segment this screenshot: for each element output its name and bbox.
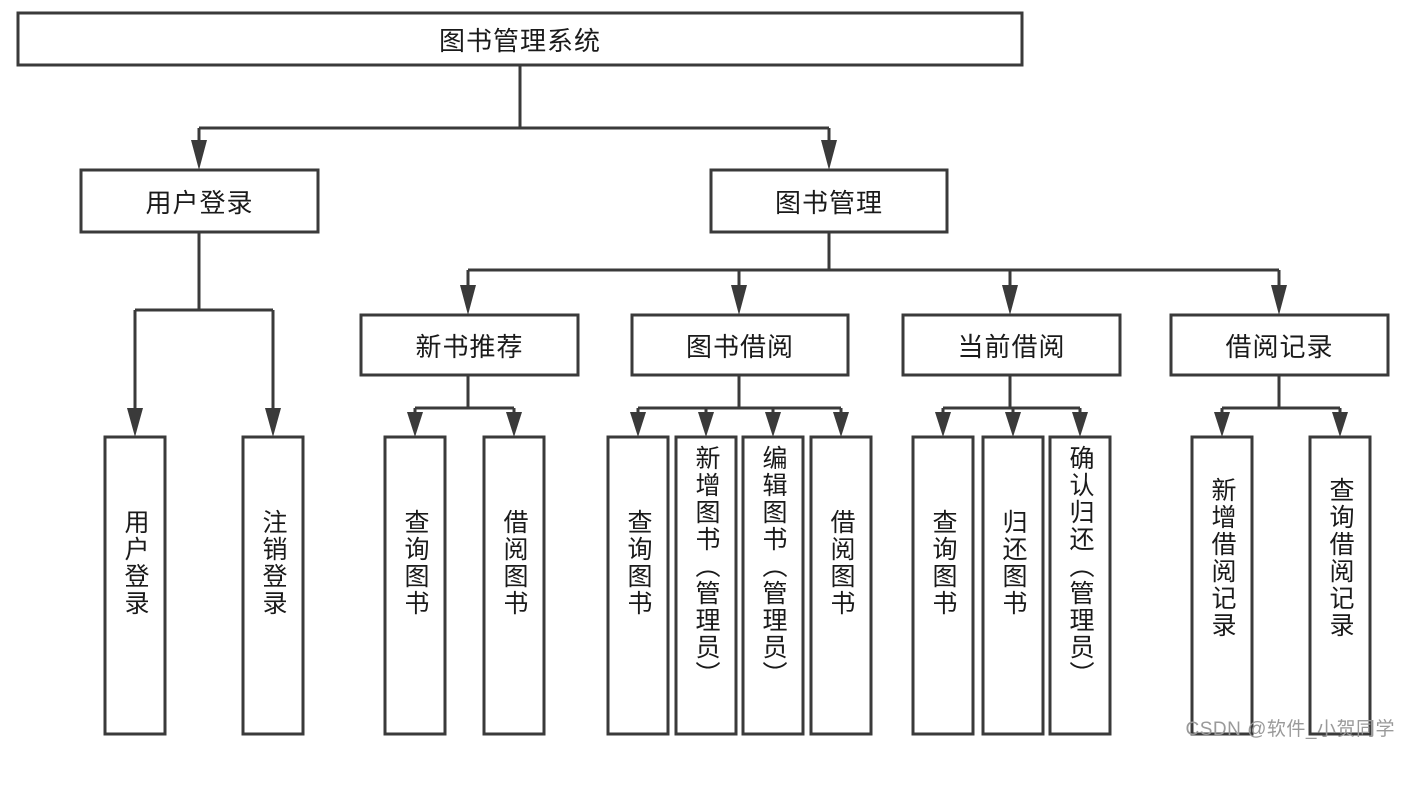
node-box-leaf-query-borrow-record[interactable]	[1308, 435, 1372, 736]
node-box-leaf-query-book-borrow[interactable]	[606, 435, 670, 736]
arrow-to-current-borrow	[1002, 285, 1018, 315]
arrow-to-leaf-query-book-borrow	[630, 412, 646, 437]
connector-group-book-management	[460, 232, 1287, 315]
connector-group-book-borrow	[630, 375, 849, 437]
node-box-book-management[interactable]	[709, 168, 949, 234]
node-box-leaf-edit-book-admin[interactable]	[741, 435, 805, 736]
node-box-leaf-borrow-book[interactable]	[809, 435, 873, 736]
node-box-current-borrow[interactable]	[901, 313, 1122, 377]
connector-group-borrow-records	[1214, 375, 1348, 437]
csdn-watermark: CSDN @软件_小贺同学	[1185, 719, 1395, 740]
arrow-to-borrow-records	[1271, 285, 1287, 315]
node-box-leaf-add-book-admin[interactable]	[674, 435, 738, 736]
arrow-to-leaf-confirm-return-admin	[1072, 412, 1088, 437]
arrow-to-leaf-query-book-current	[935, 412, 951, 437]
arrow-to-user-login	[191, 140, 207, 170]
flowchart-canvas: 图书管理系统 用户登录 图书管理 新书推荐 图书借阅 当前借阅 借阅记录 用户登…	[16, 11, 1395, 740]
arrow-to-leaf-return-book	[1005, 412, 1021, 437]
node-box-leaf-logout-login[interactable]	[241, 435, 305, 736]
connector-group-current-borrow	[935, 375, 1088, 437]
arrow-to-leaf-user-login	[127, 408, 143, 437]
node-box-root[interactable]	[16, 11, 1024, 67]
arrow-to-new-book-recommend	[460, 285, 476, 315]
arrow-to-leaf-add-borrow-record	[1214, 412, 1230, 437]
arrow-to-leaf-borrow-book-rec	[506, 412, 522, 437]
node-box-leaf-query-book-rec[interactable]	[383, 435, 447, 736]
arrow-to-book-borrow	[731, 285, 747, 315]
node-box-borrow-records[interactable]	[1169, 313, 1390, 377]
node-box-leaf-return-book[interactable]	[981, 435, 1045, 736]
connector-group-root	[191, 65, 837, 170]
arrow-to-leaf-query-borrow-record	[1332, 412, 1348, 437]
node-box-leaf-confirm-return-admin[interactable]	[1048, 435, 1112, 736]
node-box-leaf-add-borrow-record[interactable]	[1190, 435, 1254, 736]
node-box-leaf-borrow-book-rec[interactable]	[482, 435, 546, 736]
arrow-to-leaf-logout-login	[265, 408, 281, 437]
node-box-new-book-recommend[interactable]	[359, 313, 580, 377]
connector-group-new-book-recommend	[407, 375, 522, 437]
connector-group-user-login	[127, 232, 281, 437]
node-box-leaf-query-book-current[interactable]	[911, 435, 975, 736]
arrow-to-book-management	[821, 140, 837, 170]
arrow-to-leaf-add-book-admin	[698, 412, 714, 437]
arrow-to-leaf-query-book-rec	[407, 412, 423, 437]
node-box-book-borrow[interactable]	[630, 313, 850, 377]
arrow-to-leaf-edit-book-admin	[765, 412, 781, 437]
hierarchy-diagram-svg	[16, 11, 1390, 736]
node-box-user-login[interactable]	[79, 168, 320, 234]
node-box-leaf-user-login[interactable]	[103, 435, 167, 736]
arrow-to-leaf-borrow-book	[833, 412, 849, 437]
